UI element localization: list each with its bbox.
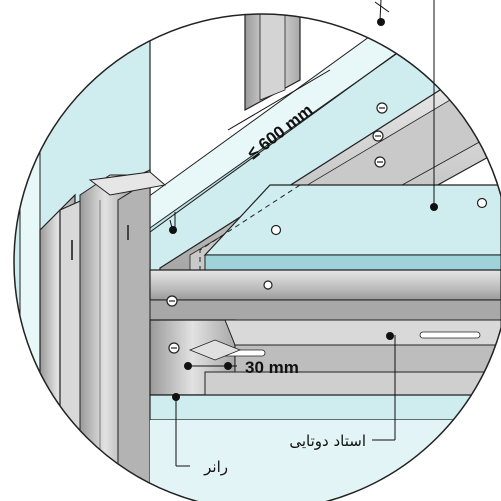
double-stud-profile [188, 319, 501, 396]
callout-dots [169, 18, 438, 401]
upper-stud [244, 14, 301, 112]
callouts [169, 0, 435, 467]
floor-board [149, 394, 501, 421]
magnifier-ring [13, 13, 501, 501]
runner-label: رانر [203, 458, 228, 476]
screws [166, 102, 488, 354]
double-stud-label: استاد دوتایی [289, 432, 366, 450]
overlap-label: 30 mm [245, 358, 299, 377]
